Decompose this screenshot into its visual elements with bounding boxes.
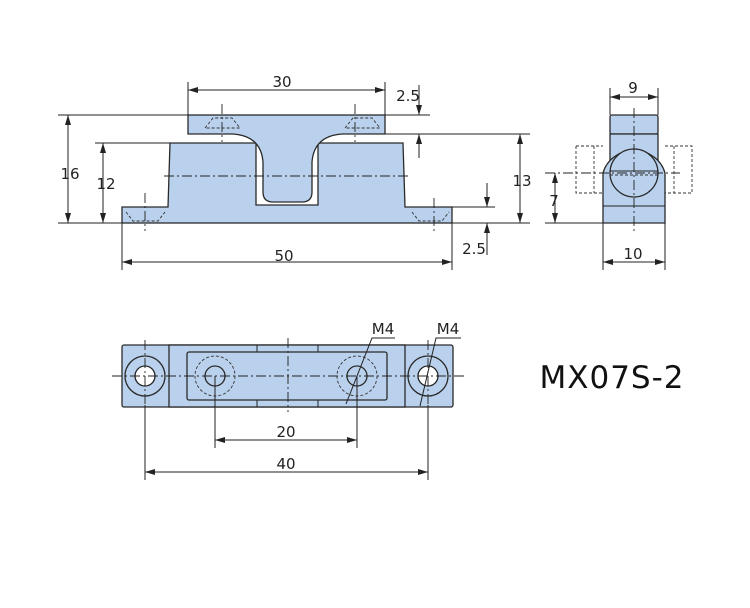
thread-label-inner: M4 [372,320,395,338]
dim-base-length: 50 [274,247,293,265]
dim-flange-thickness: 2.5 [462,240,486,258]
dim-top-thickness: 2.5 [396,87,420,105]
dim-side-top-width: 9 [628,79,638,97]
dim-top-width: 30 [272,73,291,91]
dim-center-height: 13 [512,172,531,190]
dim-inner-hole-spacing: 20 [276,423,295,441]
dim-outer-hole-spacing: 40 [276,455,295,473]
dim-side-base-width: 10 [623,245,642,263]
dim-total-height: 16 [60,165,79,183]
top-view: 20 40 M4 M4 [112,320,464,480]
dim-body-height: 12 [96,175,115,193]
thread-label-outer: M4 [437,320,460,338]
side-view: 9 10 7 [545,79,693,270]
front-view: 30 2.5 16 12 13 2.5 50 [58,73,532,270]
top-plate [187,114,386,203]
dim-side-center-height: 7 [549,192,559,210]
model-number: MX07S-2 [539,360,684,396]
